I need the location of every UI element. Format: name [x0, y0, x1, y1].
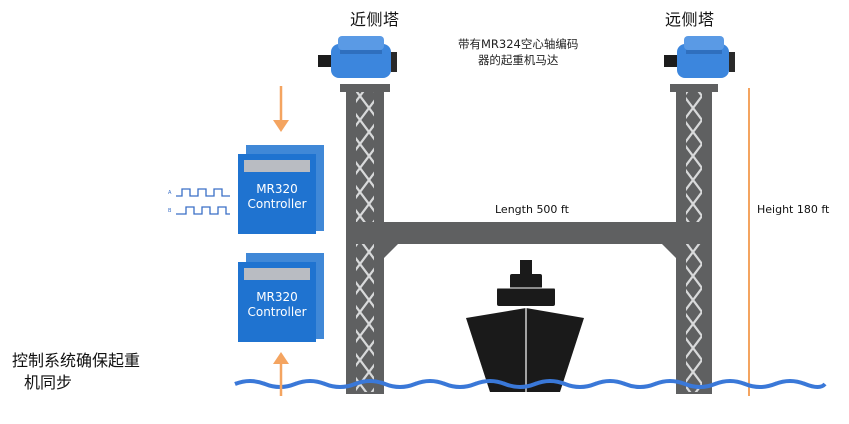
motor-note: 带有MR324空心轴编码 器的起重机马达	[458, 36, 578, 68]
channel-a-label: A	[168, 190, 172, 196]
crossbeam	[346, 222, 712, 258]
encoder-signal-waves	[176, 188, 230, 215]
near-motor	[318, 36, 397, 78]
channel-a-wave	[176, 188, 230, 197]
motor-note-line-1: 带有MR324空心轴编码	[458, 37, 579, 51]
controller-2-screen	[244, 268, 310, 280]
channel-b-wave	[176, 206, 230, 215]
channel-b-label: B	[168, 208, 172, 214]
height-label: Height 180 ft	[757, 203, 830, 216]
sync-caption-line-2: 机同步	[24, 373, 73, 392]
ship	[466, 260, 584, 392]
arrow-up-to-controller	[273, 352, 289, 396]
controller-2-model: MR320	[256, 290, 298, 304]
controller-2-name: Controller	[247, 305, 307, 319]
controller-1-name: Controller	[247, 197, 307, 211]
near-tower-label: 近侧塔	[350, 10, 400, 29]
far-tower-label: 远侧塔	[665, 10, 715, 29]
far-motor	[664, 36, 735, 78]
arrow-down-to-controller	[273, 86, 289, 132]
length-label: Length 500 ft	[495, 203, 569, 216]
controller-2: MR320 Controller	[238, 262, 316, 342]
water-line	[234, 379, 827, 389]
sync-caption: 控制系统确保起重 机同步	[12, 350, 140, 394]
controller-1-screen	[244, 160, 310, 172]
controller-1-model: MR320	[256, 182, 298, 196]
motor-note-line-2: 器的起重机马达	[477, 53, 559, 67]
sync-caption-line-1: 控制系统确保起重	[12, 351, 141, 370]
controller-1: MR320 Controller	[238, 154, 316, 234]
